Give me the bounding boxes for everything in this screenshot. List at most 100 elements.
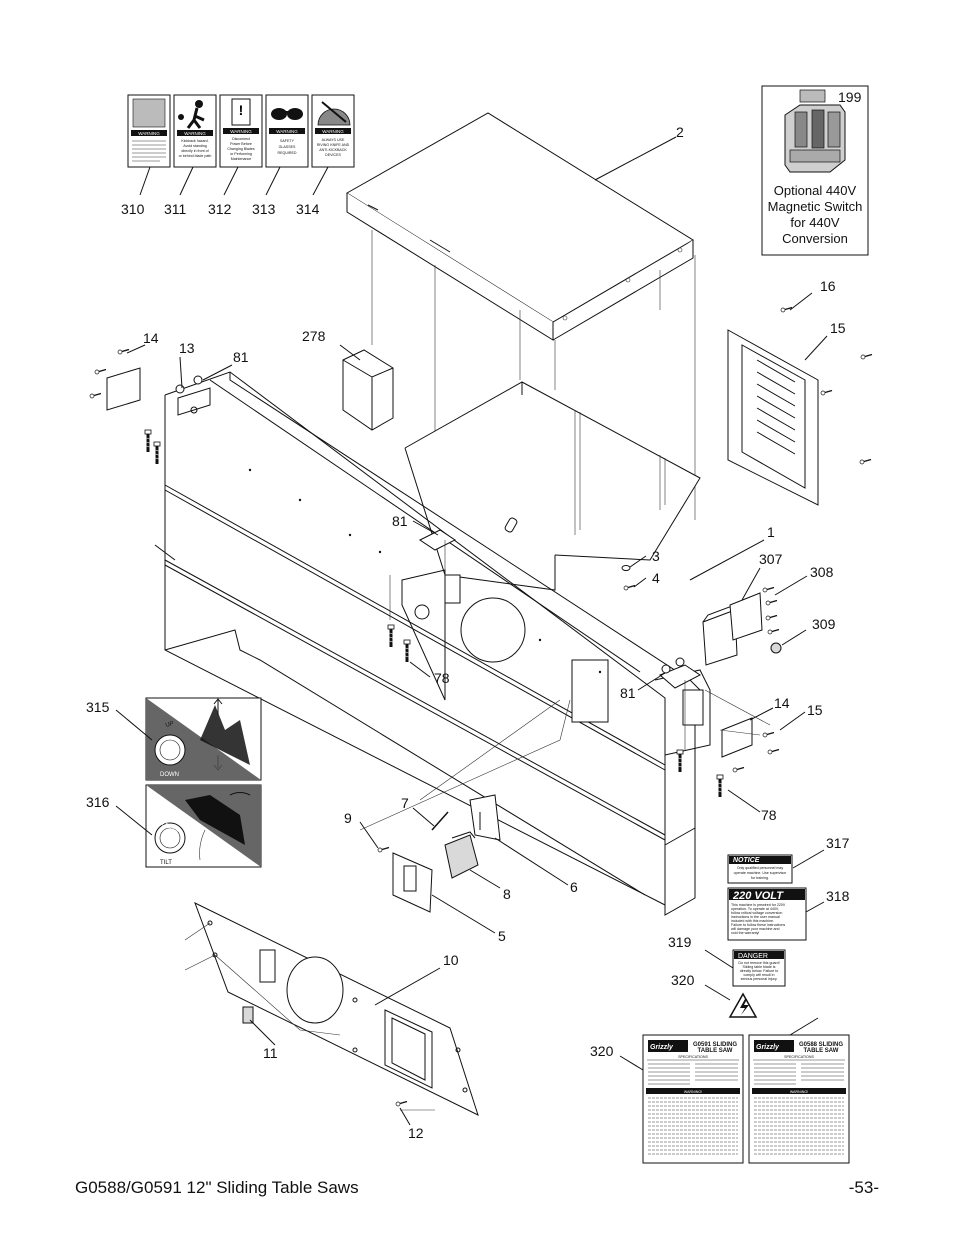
- inset-caption: Optional 440V Magnetic Switch for 440V C…: [762, 183, 868, 247]
- callout-15: 15: [830, 320, 846, 336]
- callout-3: 3: [652, 548, 660, 564]
- part-308-knob: [770, 642, 782, 654]
- decal-311-line-2: Power Before: [230, 142, 252, 146]
- svg-text:!: !: [239, 102, 244, 118]
- decal-316-line-2: operate machine. Use supervisor: [734, 871, 788, 875]
- decal-310-line-3: directly in front of: [181, 149, 208, 153]
- callout-4: 4: [652, 570, 660, 586]
- inset-caption-line-3: for 440V: [790, 215, 840, 230]
- decal-311-header: WARNING: [230, 129, 252, 134]
- decal-320b-warning: WARNING!: [790, 1090, 808, 1094]
- decal-320a-warning: WARNING!: [684, 1090, 702, 1094]
- callout-81-center: 81: [392, 513, 408, 529]
- decal-310-line-4: or behind blade path: [179, 154, 212, 158]
- decal-316-header: NOTICE: [733, 857, 760, 864]
- decal-317-line-6: Failure to follow these instructions: [731, 923, 785, 927]
- decal-315: VERTICAL TILT: [145, 784, 262, 868]
- inset-caption-line-1: Optional 440V: [773, 183, 857, 198]
- decal-311-line-4: or Performing: [230, 152, 252, 156]
- decal-317-line-8: void the warranty!: [731, 931, 759, 935]
- callout-307: 308: [810, 564, 834, 580]
- decal-311: ! WARNING Disconnect Power Before Changi…: [219, 94, 263, 168]
- decal-318-header: DANGER: [738, 953, 768, 960]
- decal-314-up: UP: [165, 721, 175, 729]
- callout-319: 320: [671, 972, 695, 988]
- decal-309-header: WARNING: [138, 131, 160, 136]
- callout-6: 6: [570, 879, 578, 895]
- decal-320a-subtitle: TABLE SAW: [698, 1048, 733, 1054]
- callout-202: 307: [759, 551, 783, 567]
- decal-320-g0588: Grizzly G0588 SLIDING TABLE SAW SPECIFIC…: [748, 1034, 850, 1164]
- decal-318-line-2: Sliding table blade is: [743, 965, 776, 969]
- decal-320b-model: G0588 SLIDING: [799, 1042, 843, 1048]
- callout-199: 199: [838, 89, 862, 105]
- callout-7: 7: [401, 795, 409, 811]
- decal-313-line-3: ANTI-KICKBACK: [319, 148, 347, 152]
- callout-78-center: 78: [434, 670, 450, 686]
- decal-310: WARNING Kickback hazard. Avoid standing …: [173, 94, 217, 168]
- decal-318: DANGER Do not remove this guard! Sliding…: [732, 949, 786, 987]
- decal-318-line-1: Do not remove this guard!: [738, 961, 779, 965]
- callout-315: 316: [86, 794, 110, 810]
- callout-314: 315: [86, 699, 110, 715]
- decal-313-line-1: ALWAYS USE: [322, 138, 345, 142]
- decal-314: UP DOWN: [145, 697, 262, 781]
- part-6-bracket: [469, 794, 501, 841]
- callout-16: 16: [820, 278, 836, 294]
- decal-318-line-3: directly below. Failure to: [740, 969, 779, 973]
- callout-9: 9: [344, 810, 352, 826]
- decal-317-line-1: This machine is prewired for 220V: [731, 903, 786, 907]
- callout-308: 309: [812, 616, 836, 632]
- decal-320a-model: G0591 SLIDING: [693, 1042, 737, 1048]
- callout-12: 12: [408, 1125, 424, 1141]
- callout-313: 314: [296, 201, 320, 217]
- decal-311-line-5: Maintenance: [231, 157, 252, 161]
- callout-309: 310: [121, 201, 145, 217]
- leader-lines: [115, 136, 828, 1126]
- decal-318-line-4: comply will result in: [744, 973, 775, 977]
- decal-317-line-5: included with this machine.: [731, 919, 774, 923]
- decal-316-line-3: for training.: [751, 876, 769, 880]
- page-number: -53-: [848, 1178, 879, 1197]
- callout-1: 1: [767, 524, 775, 540]
- decal-320a-specs: SPECIFICATIONS: [678, 1055, 708, 1059]
- inset-caption-line-2: Magnetic Switch: [767, 199, 863, 214]
- callout-14-left: 14: [143, 330, 159, 346]
- callout-278: 278: [302, 328, 326, 344]
- callout-310: 311: [164, 201, 187, 217]
- callout-11: 11: [263, 1045, 278, 1061]
- decal-316: NOTICE Only qualified personnel may oper…: [727, 854, 793, 884]
- decal-311-line-1: Disconnect: [232, 137, 250, 141]
- callout-311: 312: [208, 201, 232, 217]
- callout-78-right: 78: [761, 807, 777, 823]
- decal-320a-brand: Grizzly: [650, 1044, 674, 1051]
- callout-316: 317: [826, 835, 850, 851]
- decal-312-line-3: REQUIRED: [278, 151, 297, 155]
- callout-8: 8: [503, 886, 511, 902]
- callout-81-right: 81: [620, 685, 636, 701]
- part-10-base-plate: [194, 901, 479, 1116]
- decal-312-line-1: SAFETY: [280, 139, 295, 143]
- decal-310-line-1: Kickback hazard.: [181, 139, 208, 143]
- decal-310-header: WARNING: [184, 131, 206, 136]
- callout-labels: 2 16 15 14 13 81 278 81 1 307 308 3 4 30…: [86, 89, 862, 1141]
- decal-320b-specs: SPECIFICATIONS: [784, 1055, 814, 1059]
- footer-title: G0588/G0591 12" Sliding Table Saws: [75, 1178, 359, 1197]
- decal-314-down: DOWN: [160, 772, 179, 778]
- decal-320b-subtitle: TABLE SAW: [804, 1048, 839, 1054]
- decal-310-line-2: Avoid standing: [183, 144, 207, 148]
- part-278-box: [342, 349, 394, 431]
- decal-313: WARNING ALWAYS USE RIVING KNIFE AND ANTI…: [311, 94, 355, 168]
- part-13-bracket-left: [89, 348, 211, 466]
- callout-13-right: 14: [774, 695, 790, 711]
- decal-309: WARNING: [127, 94, 171, 168]
- decal-317-line-4: instructions in the user manual: [731, 915, 780, 919]
- callout-317: 318: [826, 888, 850, 904]
- callout-10: 10: [443, 952, 459, 968]
- part-8-switch: [444, 831, 479, 879]
- inset-caption-line-4: Conversion: [782, 231, 848, 246]
- decal-317-line-7: will damage your machine and: [731, 927, 780, 931]
- callout-2: 2: [676, 124, 684, 140]
- decal-316-line-1: Only qualified personnel may: [737, 866, 784, 870]
